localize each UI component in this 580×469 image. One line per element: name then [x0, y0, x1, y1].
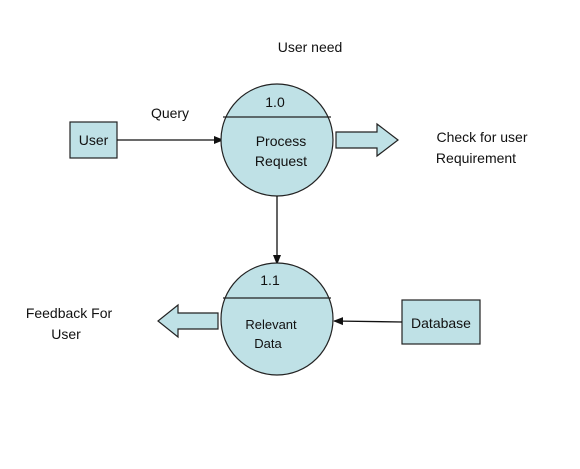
feedback-label-line1: Feedback For: [26, 305, 113, 321]
process-1-1-circle: [220, 262, 334, 376]
database-to-process-arrow: [333, 317, 403, 326]
process-1-0-name-line2: Request: [255, 153, 307, 169]
process-1-1-name-line1: Relevant: [245, 317, 297, 332]
check-requirement-label-line1: Check for user: [436, 129, 527, 145]
query-flow-label: Query: [151, 105, 189, 121]
process-1-0[interactable]: 1.0 Process Request: [220, 83, 334, 197]
process-1-0-number: 1.0: [265, 94, 285, 110]
user-entity-label: User: [79, 132, 109, 148]
check-requirement-label-line2: Requirement: [436, 150, 516, 166]
process-1-1-number: 1.1: [260, 272, 280, 288]
diagram-title: User need: [278, 39, 343, 55]
output-block-arrow-left: [157, 303, 219, 339]
process-1-0-name-line1: Process: [256, 133, 307, 149]
user-entity-box[interactable]: [69, 121, 118, 159]
process-1-1-name-line2: Data: [254, 336, 282, 351]
feedback-label-line2: User: [51, 326, 81, 342]
database-entity-label: Database: [411, 315, 471, 331]
output-block-arrow-right: [335, 122, 399, 158]
process-1-1[interactable]: 1.1 Relevant Data: [220, 262, 334, 376]
